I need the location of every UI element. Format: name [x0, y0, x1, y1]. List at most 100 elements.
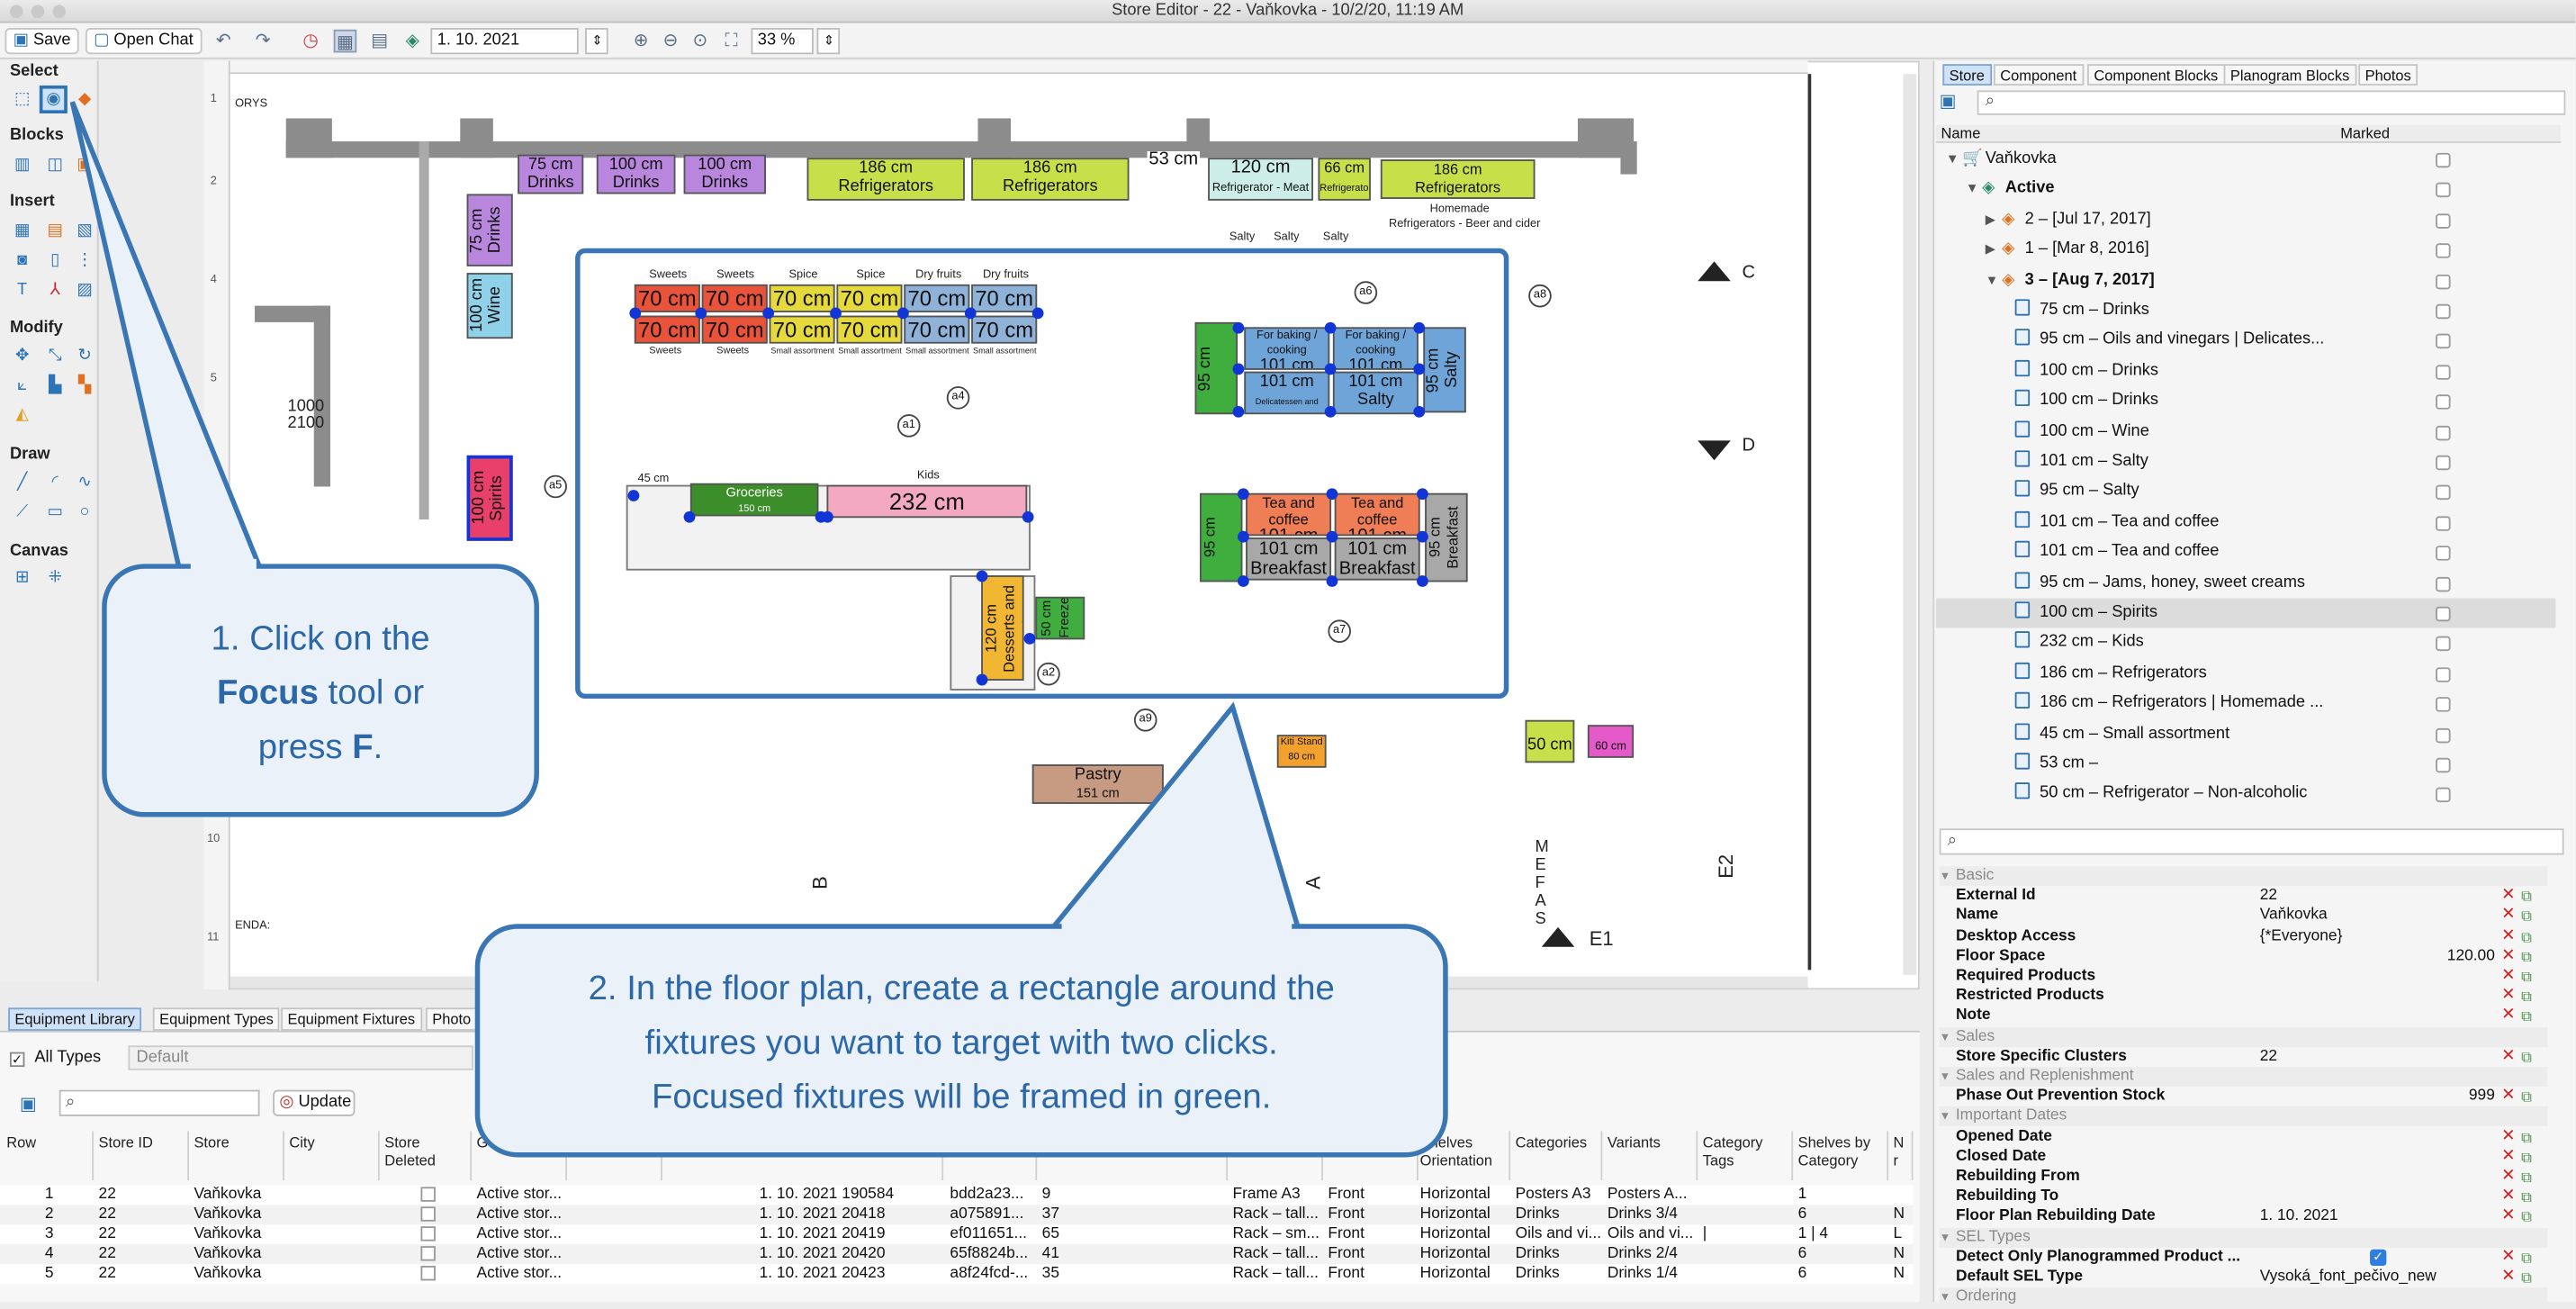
handle[interactable] — [1417, 530, 1428, 543]
clear-value-icon[interactable]: ✕ — [2501, 1267, 2516, 1286]
clear-value-icon[interactable]: ✕ — [2501, 1087, 2516, 1106]
column-header[interactable]: Store ID — [95, 1131, 189, 1181]
marked-checkbox[interactable] — [2436, 636, 2451, 652]
property-row[interactable]: Detect Only Planogrammed Product ...✓✕⧉ — [1940, 1248, 2532, 1268]
edit-value-icon[interactable]: ⧉ — [2521, 1169, 2532, 1186]
zoom-fit-icon[interactable]: ⊙ — [692, 31, 708, 51]
handle[interactable] — [1326, 488, 1338, 501]
tree-item[interactable]: 45 cm – Small assortment — [1936, 719, 2555, 749]
clear-value-icon[interactable]: ✕ — [2501, 986, 2516, 1006]
type-select[interactable]: Default — [128, 1045, 473, 1070]
tab-component[interactable]: Component — [1993, 64, 2084, 86]
tree-item[interactable]: ▼◈Active — [1936, 175, 2555, 204]
shelf-bottom-6[interactable]: 70 cm — [971, 315, 1038, 344]
insert-pdf-icon[interactable]: ⅄ — [50, 281, 60, 300]
zoom-in-icon[interactable]: ⊕ — [633, 31, 649, 51]
handle[interactable] — [1031, 307, 1044, 320]
insert-image-icon[interactable]: ▨ — [77, 281, 93, 300]
marked-checkbox[interactable] — [2436, 666, 2451, 682]
tree-item[interactable]: ▼◈3 – [Aug 7, 2017] — [1936, 266, 2555, 295]
marked-checkbox[interactable] — [2436, 576, 2451, 591]
insert-table-icon[interactable]: ▧ — [77, 221, 93, 240]
property-group[interactable]: ▼Sales and Replenishment — [1939, 1067, 2548, 1087]
open-chat-button[interactable]: ▢ Open Chat — [85, 28, 202, 55]
group-toggle-icon[interactable]: ▼ — [1939, 1112, 1951, 1124]
clear-value-icon[interactable]: ✕ — [2501, 946, 2516, 965]
tree-item[interactable]: 232 cm – Kids — [1936, 628, 2555, 658]
handle[interactable] — [629, 307, 642, 320]
select-tool-icon[interactable]: ⬚ — [14, 90, 31, 109]
clear-value-icon[interactable]: ✕ — [2501, 926, 2516, 945]
mirror-icon[interactable]: ◭ — [15, 406, 29, 425]
insert-rack-icon[interactable]: ▦ — [14, 221, 31, 240]
table-row[interactable] — [0, 1224, 1914, 1245]
redo-icon[interactable]: ↷ — [255, 31, 271, 51]
tree-item[interactable]: 100 cm – Wine — [1936, 417, 2555, 447]
shelf-top-5[interactable]: 70 cm — [904, 284, 970, 312]
handle[interactable] — [1326, 530, 1338, 543]
edit-value-icon[interactable]: ⧉ — [2521, 1088, 2532, 1106]
handle[interactable] — [1324, 363, 1337, 375]
tree-item[interactable]: ▶◈1 – [Mar 8, 2016] — [1936, 235, 2555, 265]
handle[interactable] — [1324, 406, 1337, 418]
table-row[interactable] — [0, 1185, 1914, 1205]
marked-checkbox[interactable] — [2436, 425, 2451, 440]
shelf-bottom-2[interactable]: 70 cm — [701, 315, 768, 344]
group-toggle-icon[interactable]: ▼ — [1939, 1031, 1951, 1043]
marked-checkbox[interactable] — [2436, 788, 2451, 803]
canvas-vertical-scrollbar[interactable] — [1903, 74, 1917, 975]
store-deleted-checkbox[interactable] — [420, 1226, 436, 1241]
edit-value-icon[interactable]: ⧉ — [2521, 1008, 2532, 1025]
draw-line-icon[interactable]: ╱ — [17, 473, 28, 492]
handle[interactable] — [1417, 575, 1428, 587]
handle[interactable] — [762, 307, 775, 320]
column-header[interactable]: City — [286, 1131, 380, 1181]
property-row[interactable]: Rebuilding To✕⧉ — [1940, 1187, 2532, 1207]
handle[interactable] — [822, 510, 833, 523]
focus-tool-icon[interactable]: ◉ — [39, 85, 68, 113]
marked-checkbox[interactable] — [2436, 213, 2451, 229]
shelf-bottom-1[interactable]: 70 cm — [634, 315, 700, 344]
tree-item[interactable]: 100 cm – Drinks — [1936, 357, 2555, 386]
marker-a6[interactable]: a6 — [1354, 281, 1378, 304]
date-input[interactable]: 1. 10. 2021 — [430, 28, 579, 55]
group-toggle-icon[interactable]: ▼ — [1939, 871, 1951, 883]
property-checkbox[interactable]: ✓ — [2370, 1249, 2387, 1266]
marker-a8[interactable]: a8 — [1528, 284, 1552, 308]
tree-toggle-icon[interactable]: ▶ — [1985, 241, 1996, 257]
fixture-frozen[interactable]: 60 cm — [1587, 725, 1635, 758]
handle[interactable] — [1023, 633, 1036, 645]
fit-page-icon[interactable]: ⛶ — [725, 31, 738, 51]
store-deleted-checkbox[interactable] — [420, 1266, 436, 1281]
zoom-window-icon[interactable] — [52, 5, 67, 19]
move-icon[interactable]: ✥ — [14, 347, 30, 366]
tree-item[interactable]: 100 cm – Spirits — [1936, 598, 2556, 628]
tab-component-blocks[interactable]: Component Blocks — [2087, 64, 2225, 86]
edit-value-icon[interactable]: ⧉ — [2521, 888, 2532, 905]
clear-value-icon[interactable]: ✕ — [2501, 1167, 2516, 1186]
tree-item[interactable]: ▼🛒Vaňkovka — [1936, 145, 2555, 175]
close-window-icon[interactable] — [9, 5, 23, 19]
draw-rectangle-icon[interactable]: ▭ — [47, 502, 63, 521]
tree-search-input[interactable]: ⌕ — [1977, 90, 2566, 115]
tree-toggle-icon[interactable]: ▶ — [1985, 212, 1996, 227]
edit-value-icon[interactable]: ⧉ — [2521, 968, 2532, 985]
marker-a1[interactable]: a1 — [896, 414, 921, 438]
handle[interactable] — [1237, 575, 1249, 587]
handle[interactable] — [1232, 363, 1245, 375]
handle[interactable] — [1413, 406, 1426, 418]
tab-planogram-blocks[interactable]: Planogram Blocks — [2223, 64, 2356, 86]
marked-checkbox[interactable] — [2436, 697, 2451, 713]
canvas-resize-icon[interactable]: ⊞ — [14, 568, 30, 587]
